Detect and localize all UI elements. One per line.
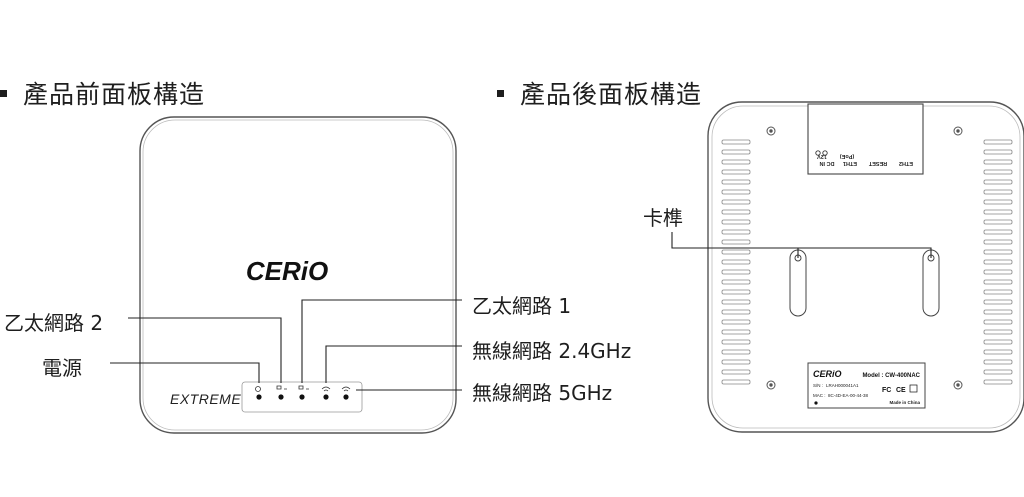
extreme-brand: EXTREME [170,391,241,407]
port-label-poe: (PoE) [840,153,855,159]
callout-lan2: 乙太網路 2 [4,311,104,335]
vent-slots-left [721,139,751,385]
led-dots [256,394,349,400]
latch-leader-lines [671,232,932,258]
product-label: CERiO Model : CW-400NAC S/N : LRAH000041… [807,362,926,409]
power-icon [255,386,261,392]
wifi-icon [321,386,331,392]
port-panel: DC IN 12V ETH1 (PoE) RESET ETH2 [807,103,924,175]
callout-wlan24: 無線網路 2.4GHz [472,339,632,363]
fc-mark-icon: FC [882,387,891,394]
label-mac-value: 8C-4D-EA-00-44-38 [828,393,869,398]
led-icons [255,385,351,392]
leader-lan1 [301,299,462,383]
leader-power [110,362,260,383]
label-sn-value: LRAH000041A1 [826,383,859,388]
wlan24-led [323,394,329,400]
port-label-eth2: ETH2 [899,160,913,166]
label-sn-title: S/N : [813,383,823,388]
leader-wlan24 [325,345,462,383]
latch-slots [789,249,940,317]
screw-icons [766,126,963,390]
callout-lan1: 乙太網路 1 [472,294,572,318]
rear-device: DC IN 12V ETH1 (PoE) RESET ETH2 CERiO Mo… [671,101,1024,433]
lan-icon [298,385,309,390]
leader-lan2 [128,317,282,383]
label-made-in: Made in China [889,400,920,405]
label-dot [814,401,818,405]
callout-wlan5: 無線網路 5GHz [472,381,613,405]
lan2-led [278,394,284,400]
lan1-led [299,394,305,400]
power-led [256,394,262,400]
dc-in-port-icon [815,150,821,156]
label-logo: CERiO [813,369,842,379]
vent-slots-right [983,139,1013,385]
front-panel-heading: 產品前面板構造 [0,75,205,111]
callout-power: 電源 [42,356,82,380]
rear-heading-text: 產品後面板構造 [520,80,703,109]
port-label-12v: 12V [817,153,827,159]
cerio-logo: CERiO [246,256,328,286]
bullet-icon [0,89,7,97]
wlan5-led [343,394,349,400]
front-leader-lines [110,299,462,391]
port-label-reset: RESET [868,160,887,166]
lan-icon [276,385,287,390]
port-label-eth1: ETH1 [843,160,857,166]
bullet-icon [497,89,504,97]
weee-bin-icon [909,384,918,393]
ce-mark-icon: CE [896,387,906,394]
front-heading-text: 產品前面板構造 [23,80,206,109]
rear-panel-heading: 產品後面板構造 [497,75,702,111]
label-mac-title: MAC : [813,393,826,398]
front-device: CERiO EXTREME [110,116,462,434]
port-label-dc-in: DC IN [819,160,834,166]
wifi-icon [341,386,351,392]
label-model: Model : CW-400NAC [862,373,920,379]
certification-icons: FC CE [882,384,918,394]
latch-left [789,249,807,317]
latch-right [922,249,940,317]
callout-latch: 卡榫 [643,206,683,230]
